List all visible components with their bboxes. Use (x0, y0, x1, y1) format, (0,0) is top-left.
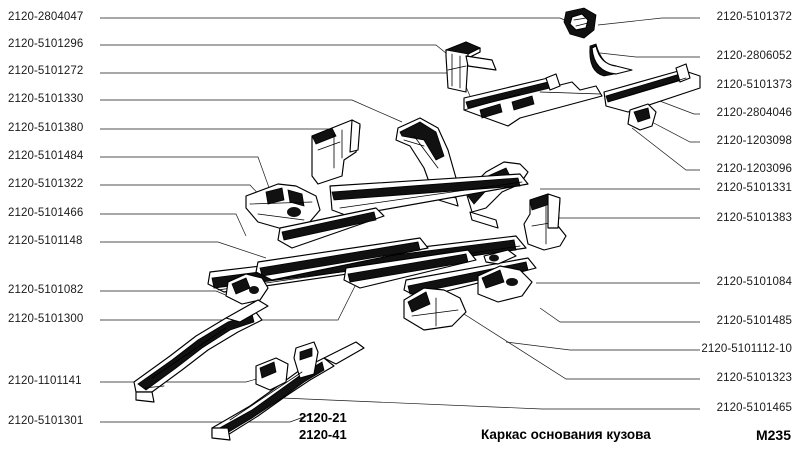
part-rail-center-long (329, 173, 529, 217)
leader-lines-right (281, 17, 700, 410)
part-label: 2120-5101484 (8, 150, 84, 162)
part-label: 2120-1101141 (8, 375, 82, 387)
part-label: 2120-5101322 (8, 178, 84, 190)
part-label: 2120-5101372 (716, 11, 792, 23)
part-label: 2120-2806052 (716, 50, 792, 62)
part-label: 2120-5101301 (8, 415, 84, 427)
part-label: 2120-5101331 (716, 182, 792, 194)
part-label: 2120-5101383 (716, 212, 792, 224)
part-label: 2120-5101148 (8, 235, 83, 247)
part-frame-rail-front-left-lower (211, 341, 365, 441)
part-clip-small-left (225, 273, 269, 305)
leader-lines-left (100, 17, 579, 423)
part-rail-center-b (277, 207, 385, 249)
part-label: 2120-5101330 (8, 93, 84, 105)
part-label: 2120-5101323 (716, 372, 792, 384)
part-rail-right-upper (603, 63, 701, 113)
part-label: 2120-5101112-10 (701, 343, 792, 355)
part-frame-rail-front-left (133, 299, 269, 403)
part-label: 2120-5101082 (8, 284, 84, 296)
sheet-code: M235 (755, 427, 791, 443)
part-label: 2120-5101272 (8, 65, 84, 77)
part-label: 2120-5101084 (716, 276, 792, 288)
part-rail-mid-bundle (255, 237, 537, 299)
part-claw-bracket-right (403, 265, 533, 331)
model-code-secondary: 2120-41 (299, 427, 347, 442)
part-bracket-tall-left (311, 119, 361, 185)
diagram-title: Каркас основания кузова (481, 427, 651, 442)
part-label: 2120-5101380 (8, 122, 84, 134)
part-label: 2120-2804046 (716, 107, 792, 119)
part-cube-bracket (444, 41, 497, 93)
model-code-primary: 2120-21 (299, 410, 347, 425)
part-rail-top-slotted (463, 73, 603, 127)
part-label: 2120-5101373 (716, 79, 792, 91)
part-fragment-bottom-left (255, 357, 289, 391)
part-label: 2120-5101300 (8, 313, 84, 325)
part-label: 2120-5101466 (8, 207, 84, 219)
part-rail-diagonal-a (395, 117, 459, 207)
part-label: 2120-2804047 (8, 11, 84, 23)
part-rail-right-curved (465, 161, 529, 229)
part-hook-curve (589, 43, 633, 77)
part-label: 2120-5101465 (716, 402, 792, 414)
part-label: 2120-5101296 (8, 38, 84, 50)
part-angle-bracket-a (627, 103, 657, 131)
part-plate-holed (245, 183, 321, 231)
part-rail-center-c (207, 235, 527, 293)
part-clip-top (563, 7, 597, 39)
part-bracket-right-shaped (523, 193, 567, 251)
part-label: 2120-5101485 (716, 315, 792, 327)
part-label: 2120-1203096 (716, 163, 792, 175)
part-label: 2120-1203098 (716, 135, 792, 147)
